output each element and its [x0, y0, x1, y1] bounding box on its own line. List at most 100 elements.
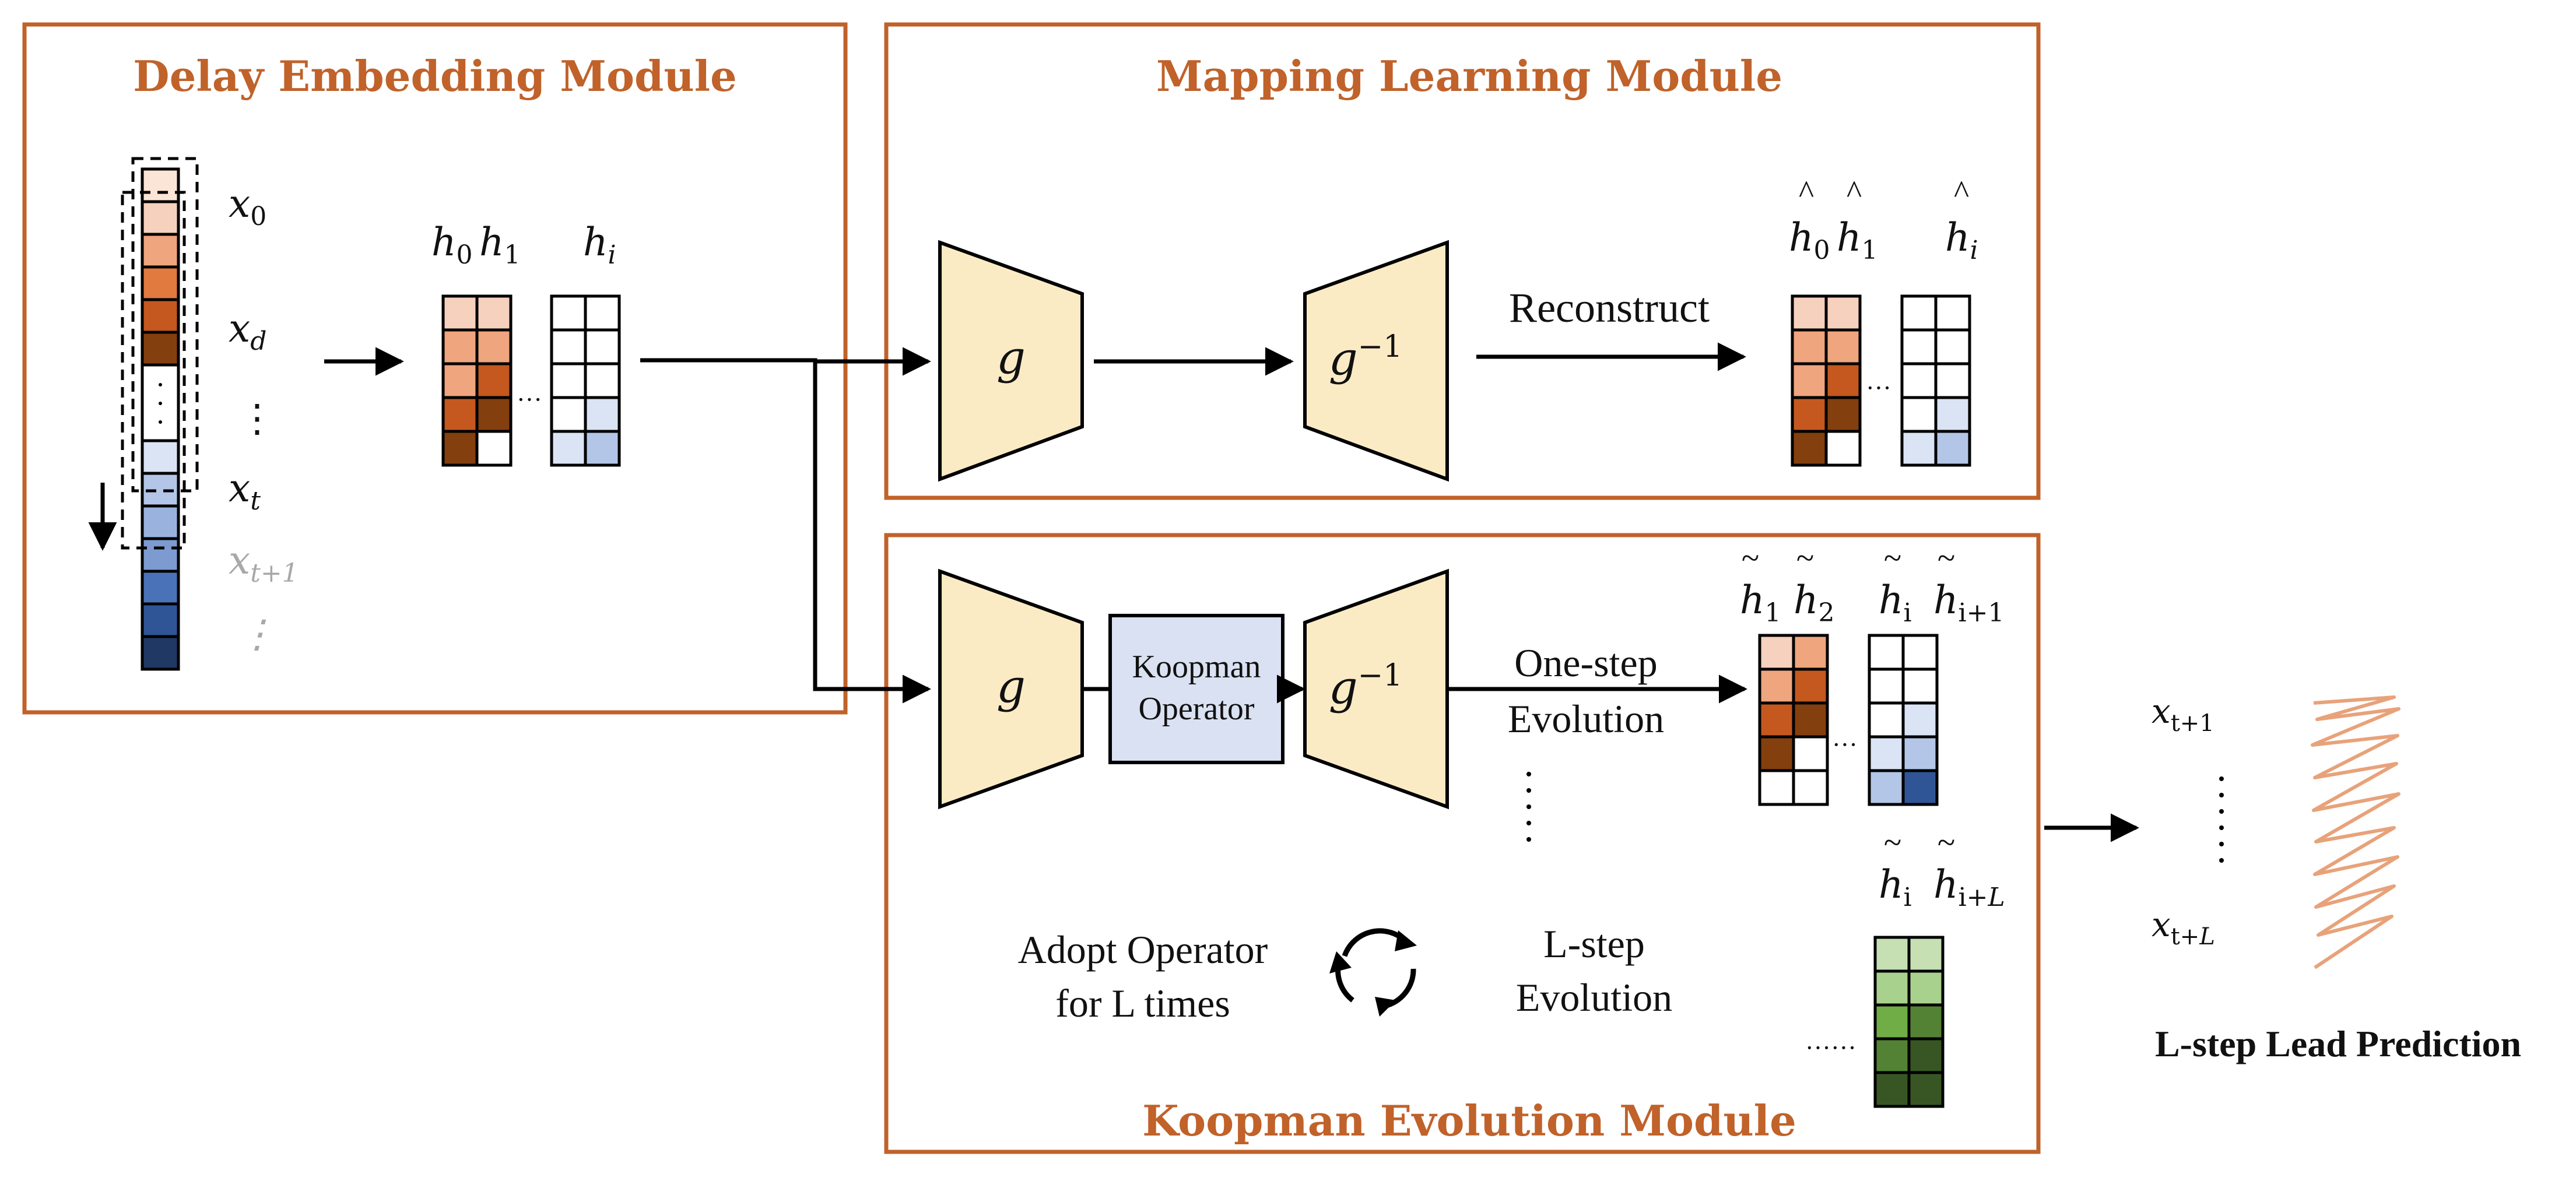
- matrix-cell: [584, 328, 621, 365]
- matrix-cell: [1824, 328, 1862, 365]
- tilde-mark: ~: [1884, 540, 1901, 577]
- matrix-cell: [1900, 294, 1938, 332]
- delay-matrix-ellipsis: ···: [517, 385, 542, 414]
- matrix-cell: [1873, 1003, 1911, 1041]
- matrix-cell: [475, 328, 513, 365]
- koopman-operator-line1: Koopman: [1132, 649, 1261, 685]
- matrix-cell: [441, 430, 479, 467]
- dot: [1526, 772, 1531, 776]
- tilde-hi-label-lstep: hi: [1879, 862, 1912, 912]
- tilde-h2-label: h2: [1794, 578, 1835, 628]
- matrix-cell: [1824, 396, 1862, 433]
- prediction-signal: [2311, 695, 2400, 969]
- matrix-cell: [1873, 1037, 1911, 1074]
- delay-matrix-blue: [550, 294, 621, 467]
- matrix-cell: [1792, 667, 1829, 705]
- series-cell: [141, 167, 180, 203]
- matrix-cell: [1934, 430, 1971, 467]
- evolved-matrix-ellipsis: ···: [1832, 730, 1858, 759]
- matrix-cell: [1868, 769, 1905, 806]
- tilde-mark: ~: [1884, 825, 1901, 861]
- series-cell: [141, 602, 180, 638]
- matrix-cell: [550, 396, 587, 433]
- x0-label: x0: [229, 181, 266, 231]
- dot: [2219, 776, 2224, 781]
- connector-to-mapping: [640, 347, 931, 376]
- window-frame-1: [131, 157, 199, 493]
- matrix-cell: [1873, 936, 1911, 973]
- matrix-cell: [1791, 362, 1828, 399]
- h1-label: h1: [479, 220, 521, 270]
- adopt-label-2: for L times: [1055, 981, 1230, 1025]
- xd-label: xd: [229, 306, 266, 356]
- one-step-label-2: Evolution: [1508, 697, 1664, 741]
- matrix-cell: [1792, 701, 1829, 739]
- tilde-mark: ~: [1742, 540, 1759, 577]
- matrix-cell: [550, 294, 587, 332]
- decoder-ginv-koopman: [1303, 568, 1449, 810]
- matrix-cell: [1907, 1071, 1945, 1108]
- matrix-cell: [441, 362, 479, 399]
- series-cell: [141, 265, 180, 301]
- matrix-cell: [475, 362, 513, 399]
- delay-module-box: [22, 22, 848, 715]
- tilde-mark: ~: [1938, 825, 1955, 861]
- matrix-cell: [1901, 667, 1939, 705]
- x-t1-label: xt+1: [2152, 691, 2214, 737]
- dot: [159, 402, 162, 405]
- tilde-mark: ~: [1938, 540, 1955, 577]
- matrix-cell: [1901, 735, 1939, 772]
- matrix-cell: [1758, 701, 1795, 739]
- adopt-label-1: Adopt Operator: [1018, 927, 1268, 972]
- reconstruct-label: Reconstruct: [1509, 284, 1710, 331]
- time-series-column: [141, 167, 180, 671]
- dot: [1526, 837, 1531, 842]
- matrix-cell: [1900, 430, 1938, 467]
- matrix-cell: [1900, 362, 1938, 399]
- lstep-label-2: Evolution: [1516, 975, 1672, 1020]
- matrix-cell: [1901, 769, 1939, 806]
- lstep-label-1: L-step: [1543, 922, 1645, 966]
- matrix-cell: [584, 294, 621, 332]
- series-cell: [141, 635, 180, 671]
- matrix-cell: [475, 430, 513, 467]
- dot: [159, 420, 162, 424]
- matrix-cell: [475, 396, 513, 433]
- matrix-cell: [1868, 701, 1905, 739]
- matrix-cell: [1792, 735, 1829, 772]
- one-step-label-1: One-step: [1514, 641, 1657, 685]
- matrix-cell: [1900, 328, 1938, 365]
- matrix-cell: [1868, 667, 1905, 705]
- reconstructed-matrix-blue: [1900, 294, 1971, 467]
- matrix-cell: [1873, 1071, 1911, 1108]
- decoder-ginv-mapping: [1303, 240, 1449, 482]
- hat-h0-label: h0: [1789, 215, 1830, 265]
- koopman-operator-box: [1108, 614, 1285, 764]
- matrix-cell: [1824, 294, 1862, 332]
- matrix-cell: [1907, 1003, 1945, 1041]
- matrix-cell: [1758, 769, 1795, 806]
- reconstructed-matrix-orange: [1791, 294, 1862, 467]
- matrix-cell: [1934, 362, 1971, 399]
- lstep-matrix-ellipsis: ······: [1805, 1034, 1856, 1062]
- xt1-label: xt+1: [229, 538, 299, 588]
- matrix-cell: [1934, 294, 1971, 332]
- dot: [2219, 842, 2224, 846]
- tilde-mark: ~: [1796, 540, 1814, 577]
- koopman-module-title: Koopman Evolution Module: [1142, 1096, 1796, 1145]
- hi-label: hi: [583, 220, 616, 270]
- x-vdots: ⋮: [238, 398, 276, 440]
- matrix-cell: [1907, 1037, 1945, 1074]
- matrix-cell: [550, 362, 587, 399]
- matrix-cell: [1758, 667, 1795, 705]
- matrix-cell: [1824, 362, 1862, 399]
- dot: [2219, 793, 2224, 797]
- dot: [1526, 821, 1531, 825]
- tilde-hiL-label: hi+L: [1933, 862, 2005, 912]
- matrix-cell: [1907, 969, 1945, 1007]
- encoder-g-mapping: [938, 240, 1084, 482]
- x-tL-label: xt+L: [2152, 905, 2215, 950]
- series-cell: [141, 233, 180, 269]
- koopman-operator-line2: Operator: [1138, 691, 1254, 727]
